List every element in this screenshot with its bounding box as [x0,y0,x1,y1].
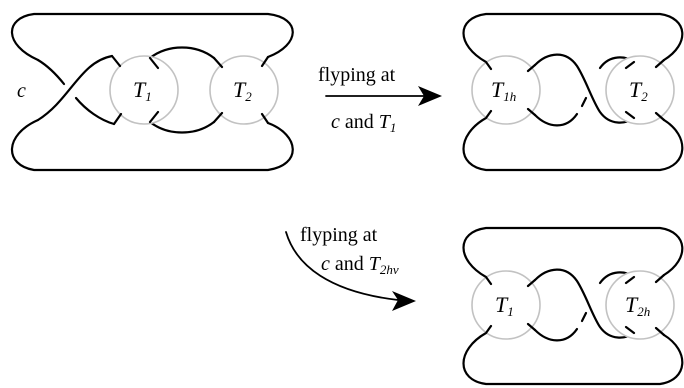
knot1-t2-stubs [212,55,270,125]
knot-diagram-2: T1h T2 [462,12,684,172]
knot3-t1-stubs [484,275,537,335]
flype-step-1: flyping at c and T1 [318,64,442,135]
knot2-t2-stubs [624,58,666,122]
knot1-tangle-t2-label: T2 [233,77,252,104]
step2-arrow-head [392,291,416,311]
knot2-tangle-t1h [471,55,541,125]
step2-label-line2: c and T2hv [321,253,399,277]
knot2-twist-under-stub [580,96,588,108]
step1-arrow-head [418,86,442,106]
knot1-t1-stubs [110,54,160,126]
knot1-crossing-label: c [17,80,26,102]
knot3-tangle-t1 [471,270,541,340]
knot3-outer-top-strand [462,226,684,279]
step2-arrow-shaft [285,231,399,301]
knot1-outer-top-strand [10,12,294,62]
knot2-tangle-t2 [605,55,675,125]
step1-label-line2: c and T1 [331,111,396,135]
knot3-tangle-t1-label: T1 [495,292,514,319]
knot2-twist-top [533,53,636,124]
knot3-t2h-stubs [624,273,666,337]
step2-label-line1: flyping at [300,224,378,246]
knot3-twist-bottom-a [533,327,579,342]
knot2-outer-bottom-strand [462,116,684,172]
knot2-tangle-t1h-label: T1h [491,77,516,104]
knot3-tangle-t2h-label: T2h [625,292,650,319]
knot3-outer-bottom-strand [462,331,684,386]
knot2-tangle-t2-label: T2 [629,77,648,104]
flype-step-2: flyping at c and T2hv [285,224,416,311]
knot3-tangle-t2h [605,270,675,340]
knot2-twist-bottom-a [533,112,579,127]
knot1-tangle-t2 [209,55,279,125]
knot1-crossing-under-strand-a [36,58,66,86]
knot1-outer-bottom-strand [10,118,294,172]
knot1-tangle-t1 [109,55,179,125]
knot3-twist-top [533,268,636,339]
knot-diagram-1: c T1 T2 [10,12,294,172]
knot1-link-top [148,46,216,60]
knot2-outer-top-strand [462,12,684,64]
knot1-crossing-under-strand-b [74,96,116,126]
knot-diagram-3: T1 T2h [462,226,684,386]
knot3-twist-under-stub [580,311,588,323]
knot1-crossing-over-strand [36,54,114,122]
knot1-tangle-t1-label: T1 [133,77,152,104]
knot1-link-bottom [148,120,216,134]
step1-label-line1: flyping at [318,64,396,86]
knot2-t1h-stubs [484,60,537,120]
